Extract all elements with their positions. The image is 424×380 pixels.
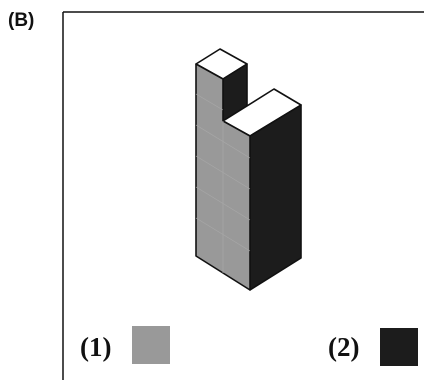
legend-label-2: (2) bbox=[328, 332, 360, 362]
front-face-grid bbox=[195, 93, 251, 273]
legend-label-1: (1) bbox=[80, 332, 112, 362]
block-structure bbox=[195, 48, 302, 291]
legend-swatch-2 bbox=[380, 328, 418, 366]
panel-label: (B) bbox=[8, 10, 35, 31]
short-column-side-face bbox=[249, 104, 302, 291]
legend-swatch-1 bbox=[132, 326, 170, 364]
